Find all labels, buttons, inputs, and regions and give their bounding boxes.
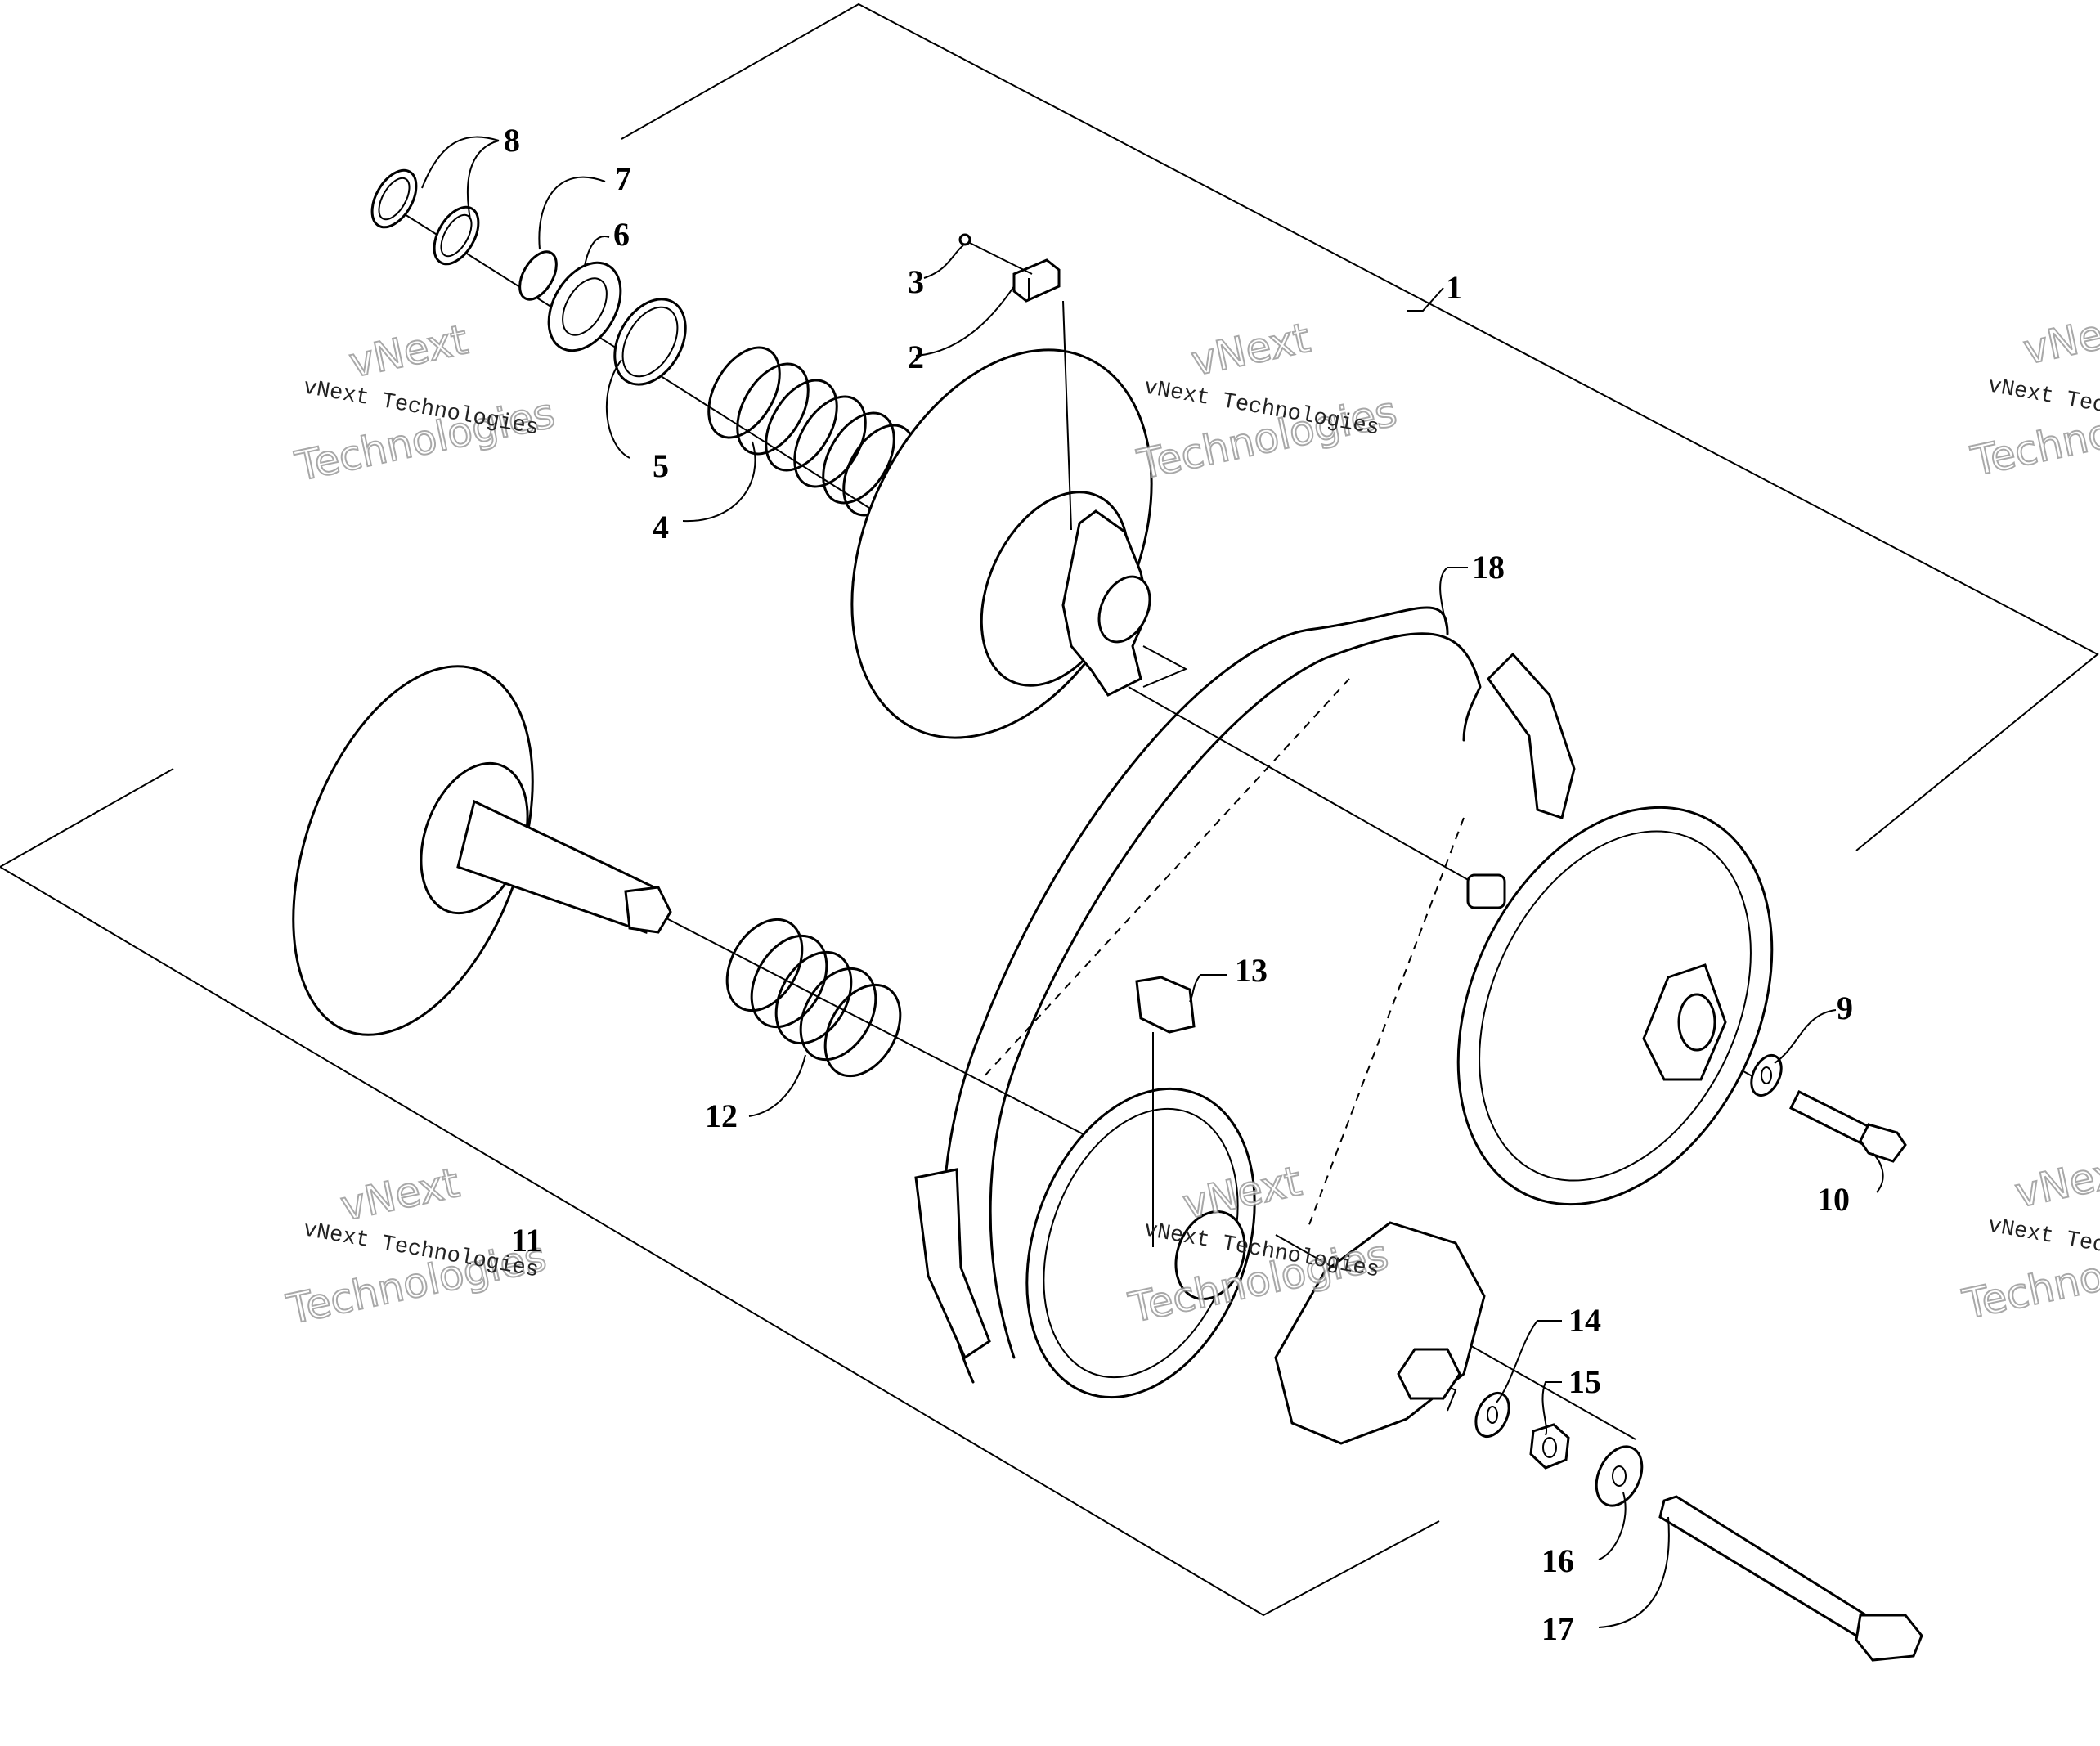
callout-6: 6 <box>613 216 630 253</box>
svg-text:vNext: vNext <box>345 316 472 387</box>
cam-spider-lower <box>1274 1221 1486 1445</box>
callout-17: 17 <box>1541 1610 1574 1647</box>
svg-text:vNext: vNext <box>2011 1146 2100 1217</box>
assembly-1-outline <box>621 2 2099 851</box>
bracket-13 <box>1135 976 1196 1247</box>
callout-7: 7 <box>615 160 631 197</box>
leader-2-to-part <box>1062 300 1072 531</box>
nut-15 <box>1529 1423 1570 1470</box>
callout-14: 14 <box>1568 1302 1601 1339</box>
callout-12: 12 <box>705 1097 738 1134</box>
moveable-sheave-upper <box>850 348 1153 739</box>
spring-12 <box>725 918 902 1078</box>
clip-3 <box>958 233 971 246</box>
leader-3-to-part <box>969 242 1033 275</box>
washer-14 <box>1474 1392 1510 1438</box>
washer-6 <box>547 261 622 352</box>
callout-leaders <box>421 136 1884 1628</box>
drive-belt-18 <box>914 606 1576 1384</box>
svg-text:vNext: vNext <box>1187 314 1314 385</box>
svg-text:vNext: vNext <box>337 1159 464 1230</box>
callout-15: 15 <box>1568 1363 1601 1400</box>
snap-rings-8 <box>370 168 480 266</box>
moveable-sheave-lower-vanes <box>1025 1087 1256 1399</box>
callout-3: 3 <box>908 263 924 300</box>
callout-18: 18 <box>1472 549 1505 586</box>
callout-16: 16 <box>1541 1542 1574 1579</box>
callout-5: 5 <box>653 447 669 484</box>
callout-1: 1 <box>1446 269 1462 306</box>
svg-text:vNext: vNext <box>2019 303 2100 374</box>
ring-5 <box>613 298 687 386</box>
bolt-17 <box>1658 1495 1923 1662</box>
spring-4 <box>707 346 916 517</box>
bolt-10 <box>1788 1089 1907 1163</box>
callout-11: 11 <box>511 1222 542 1259</box>
washer-16 <box>1595 1445 1644 1507</box>
callout-2: 2 <box>908 339 924 375</box>
washer-9 <box>1750 1053 1783 1097</box>
weight-bracket-2 <box>1012 258 1061 303</box>
callout-8: 8 <box>504 122 520 159</box>
assembly-11-outline <box>0 768 1440 1617</box>
driven-clutch-right <box>1456 806 1774 1206</box>
callout-10: 10 <box>1817 1181 1850 1218</box>
callout-13: 13 <box>1235 952 1268 989</box>
retaining-clip-7 <box>518 250 558 301</box>
fixed-sheave-11 <box>292 665 672 1036</box>
callout-4: 4 <box>653 509 669 545</box>
callout-9: 9 <box>1837 990 1853 1026</box>
